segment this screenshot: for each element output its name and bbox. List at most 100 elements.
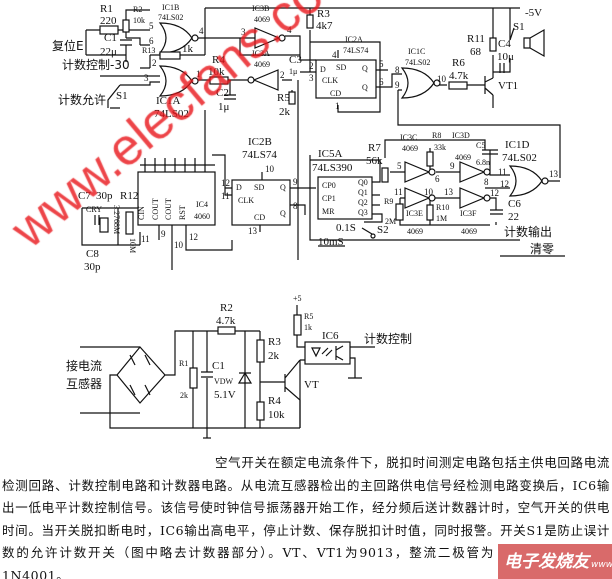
ic3a-label: IC3A — [252, 49, 270, 58]
ic1a-type: 74LS02 — [154, 108, 189, 120]
vt1-transistor — [484, 76, 494, 96]
r2-label: R2 — [133, 5, 142, 14]
r2-resistor-bottom — [217, 326, 236, 335]
ic1d-label: IC1D — [505, 139, 530, 151]
c1-label-bottom: C1 — [212, 360, 225, 372]
r9-resistor — [395, 203, 404, 221]
ic3a-inverter — [247, 69, 279, 91]
ic5a-cp1: CP1 — [322, 194, 336, 203]
ic3e-label: IC3E — [406, 209, 423, 218]
selector-01s: 0.1S — [336, 222, 356, 234]
c4-label: C4 — [498, 38, 511, 50]
pin-number: 4 — [199, 26, 204, 36]
r3-resistor-bottom — [256, 339, 265, 363]
pin-number: 5 — [379, 59, 384, 69]
ic4-pin-cin: CIN — [137, 206, 146, 220]
r3-value: 4k7 — [316, 20, 333, 32]
ic6-label: IC6 — [322, 330, 339, 342]
ic5a-label: IC5A — [318, 148, 343, 160]
ic5a-type: 74LS390 — [312, 162, 353, 174]
ic3f-type: 4069 — [461, 227, 477, 236]
pin-number: 10 — [265, 164, 275, 174]
r8-resistor — [426, 151, 434, 167]
ic3d-label: IC3D — [452, 131, 470, 140]
ic2b-type: 74LS74 — [242, 149, 277, 161]
r5-resistor-bottom — [293, 314, 302, 336]
ic1a-nor-gate — [159, 65, 199, 97]
selector-10ms: 10mS — [318, 236, 344, 248]
r1-value-bottom: 2k — [180, 391, 188, 400]
ic2a-label: IC2A — [345, 35, 363, 44]
ic5a-mr: MR — [322, 207, 335, 216]
ct-label-line2: 互感器 — [66, 376, 102, 391]
ic2b-d-pin: D — [236, 183, 242, 192]
ic2b-clk-pin: CLK — [238, 196, 254, 205]
logo-cn: 电子发烧友 — [504, 552, 589, 572]
ic5a-q3: Q3 — [358, 208, 368, 217]
pin-number: 11 — [394, 187, 403, 197]
ic4-type: 4060 — [194, 212, 210, 221]
ic1b-type: 74LS02 — [158, 13, 183, 22]
c3-label: C3 — [289, 54, 302, 66]
r12-resistor — [125, 211, 134, 235]
ic5a-q1: Q1 — [358, 188, 368, 197]
ic1b-label: IC1B — [162, 3, 179, 12]
pin-number: 8 — [395, 65, 400, 75]
r13-label: R13 — [142, 46, 155, 55]
r1-value: 220 — [100, 15, 117, 27]
r3-resistor — [306, 14, 314, 29]
ic4-pin-cout2: COUT — [164, 198, 173, 220]
speaker-switch-label: S1 — [513, 21, 525, 33]
pin-number: 9 — [293, 177, 298, 187]
r1-label-bottom: R1 — [179, 359, 188, 368]
c1-value: 22μ — [100, 46, 117, 58]
ic3c-label: IC3C — [400, 133, 417, 142]
ic2a-cd-pin: CD — [330, 89, 341, 98]
r7-value: 56k — [366, 155, 383, 167]
ic2b-sd-pin: SD — [254, 183, 264, 192]
pin-number: 13 — [248, 226, 258, 236]
ic5a-q0: Q0 — [358, 178, 368, 187]
r6-label: R6 — [452, 57, 465, 69]
ic3b-inverter — [254, 27, 286, 49]
crystal-label: CRY — [86, 205, 102, 214]
count-output-label: 计数输出 — [504, 224, 552, 239]
vt1-label: VT1 — [498, 80, 518, 92]
ic3d-type: 4069 — [455, 153, 471, 162]
r11-value: 68 — [470, 46, 482, 58]
r6-resistor — [448, 81, 468, 90]
pin-number: 4 — [332, 50, 337, 60]
reset-label: 复位E — [52, 38, 84, 53]
ic1c-label: IC1C — [408, 47, 425, 56]
vt-label: VT — [304, 379, 319, 391]
r4-value: 10k — [208, 66, 225, 78]
ic2a-d-pin: D — [320, 65, 326, 74]
r8-label: R8 — [432, 131, 441, 140]
ic3b-label: IC3B — [252, 4, 269, 13]
c6-value: 22 — [508, 211, 519, 223]
count-enable-label: 计数允许 — [58, 92, 106, 107]
pin-number: 9 — [450, 161, 455, 171]
ic1c-nor-gate — [401, 67, 441, 99]
c7-label: C7 — [78, 190, 91, 202]
count-control-label: 计数控制-30 — [62, 57, 130, 72]
ic3b-type: 4069 — [254, 15, 270, 24]
c8-label: C8 — [86, 248, 99, 260]
ic2b-qn-pin: Q — [280, 209, 286, 218]
c1-capacitor — [120, 39, 132, 46]
r9-value: 2M — [385, 217, 396, 226]
vdw-value: 5.1V — [214, 389, 236, 401]
ic2a-sd-pin: SD — [336, 63, 346, 72]
c6-label: C6 — [508, 198, 521, 210]
pin-number: 2 — [280, 70, 285, 80]
crystal-frequency: 3.2768M — [112, 205, 121, 234]
r11-resistor — [489, 37, 497, 52]
pin-number: 12 — [500, 179, 509, 189]
r5-label-bottom: R5 — [304, 312, 313, 321]
vt-transistor — [284, 359, 301, 428]
s2-switch[interactable] — [361, 227, 373, 235]
c7-value: 30p — [96, 190, 113, 202]
s1-label: S1 — [116, 90, 128, 102]
ic3f-label: IC3F — [460, 209, 477, 218]
ic3c-type: 4069 — [402, 144, 418, 153]
